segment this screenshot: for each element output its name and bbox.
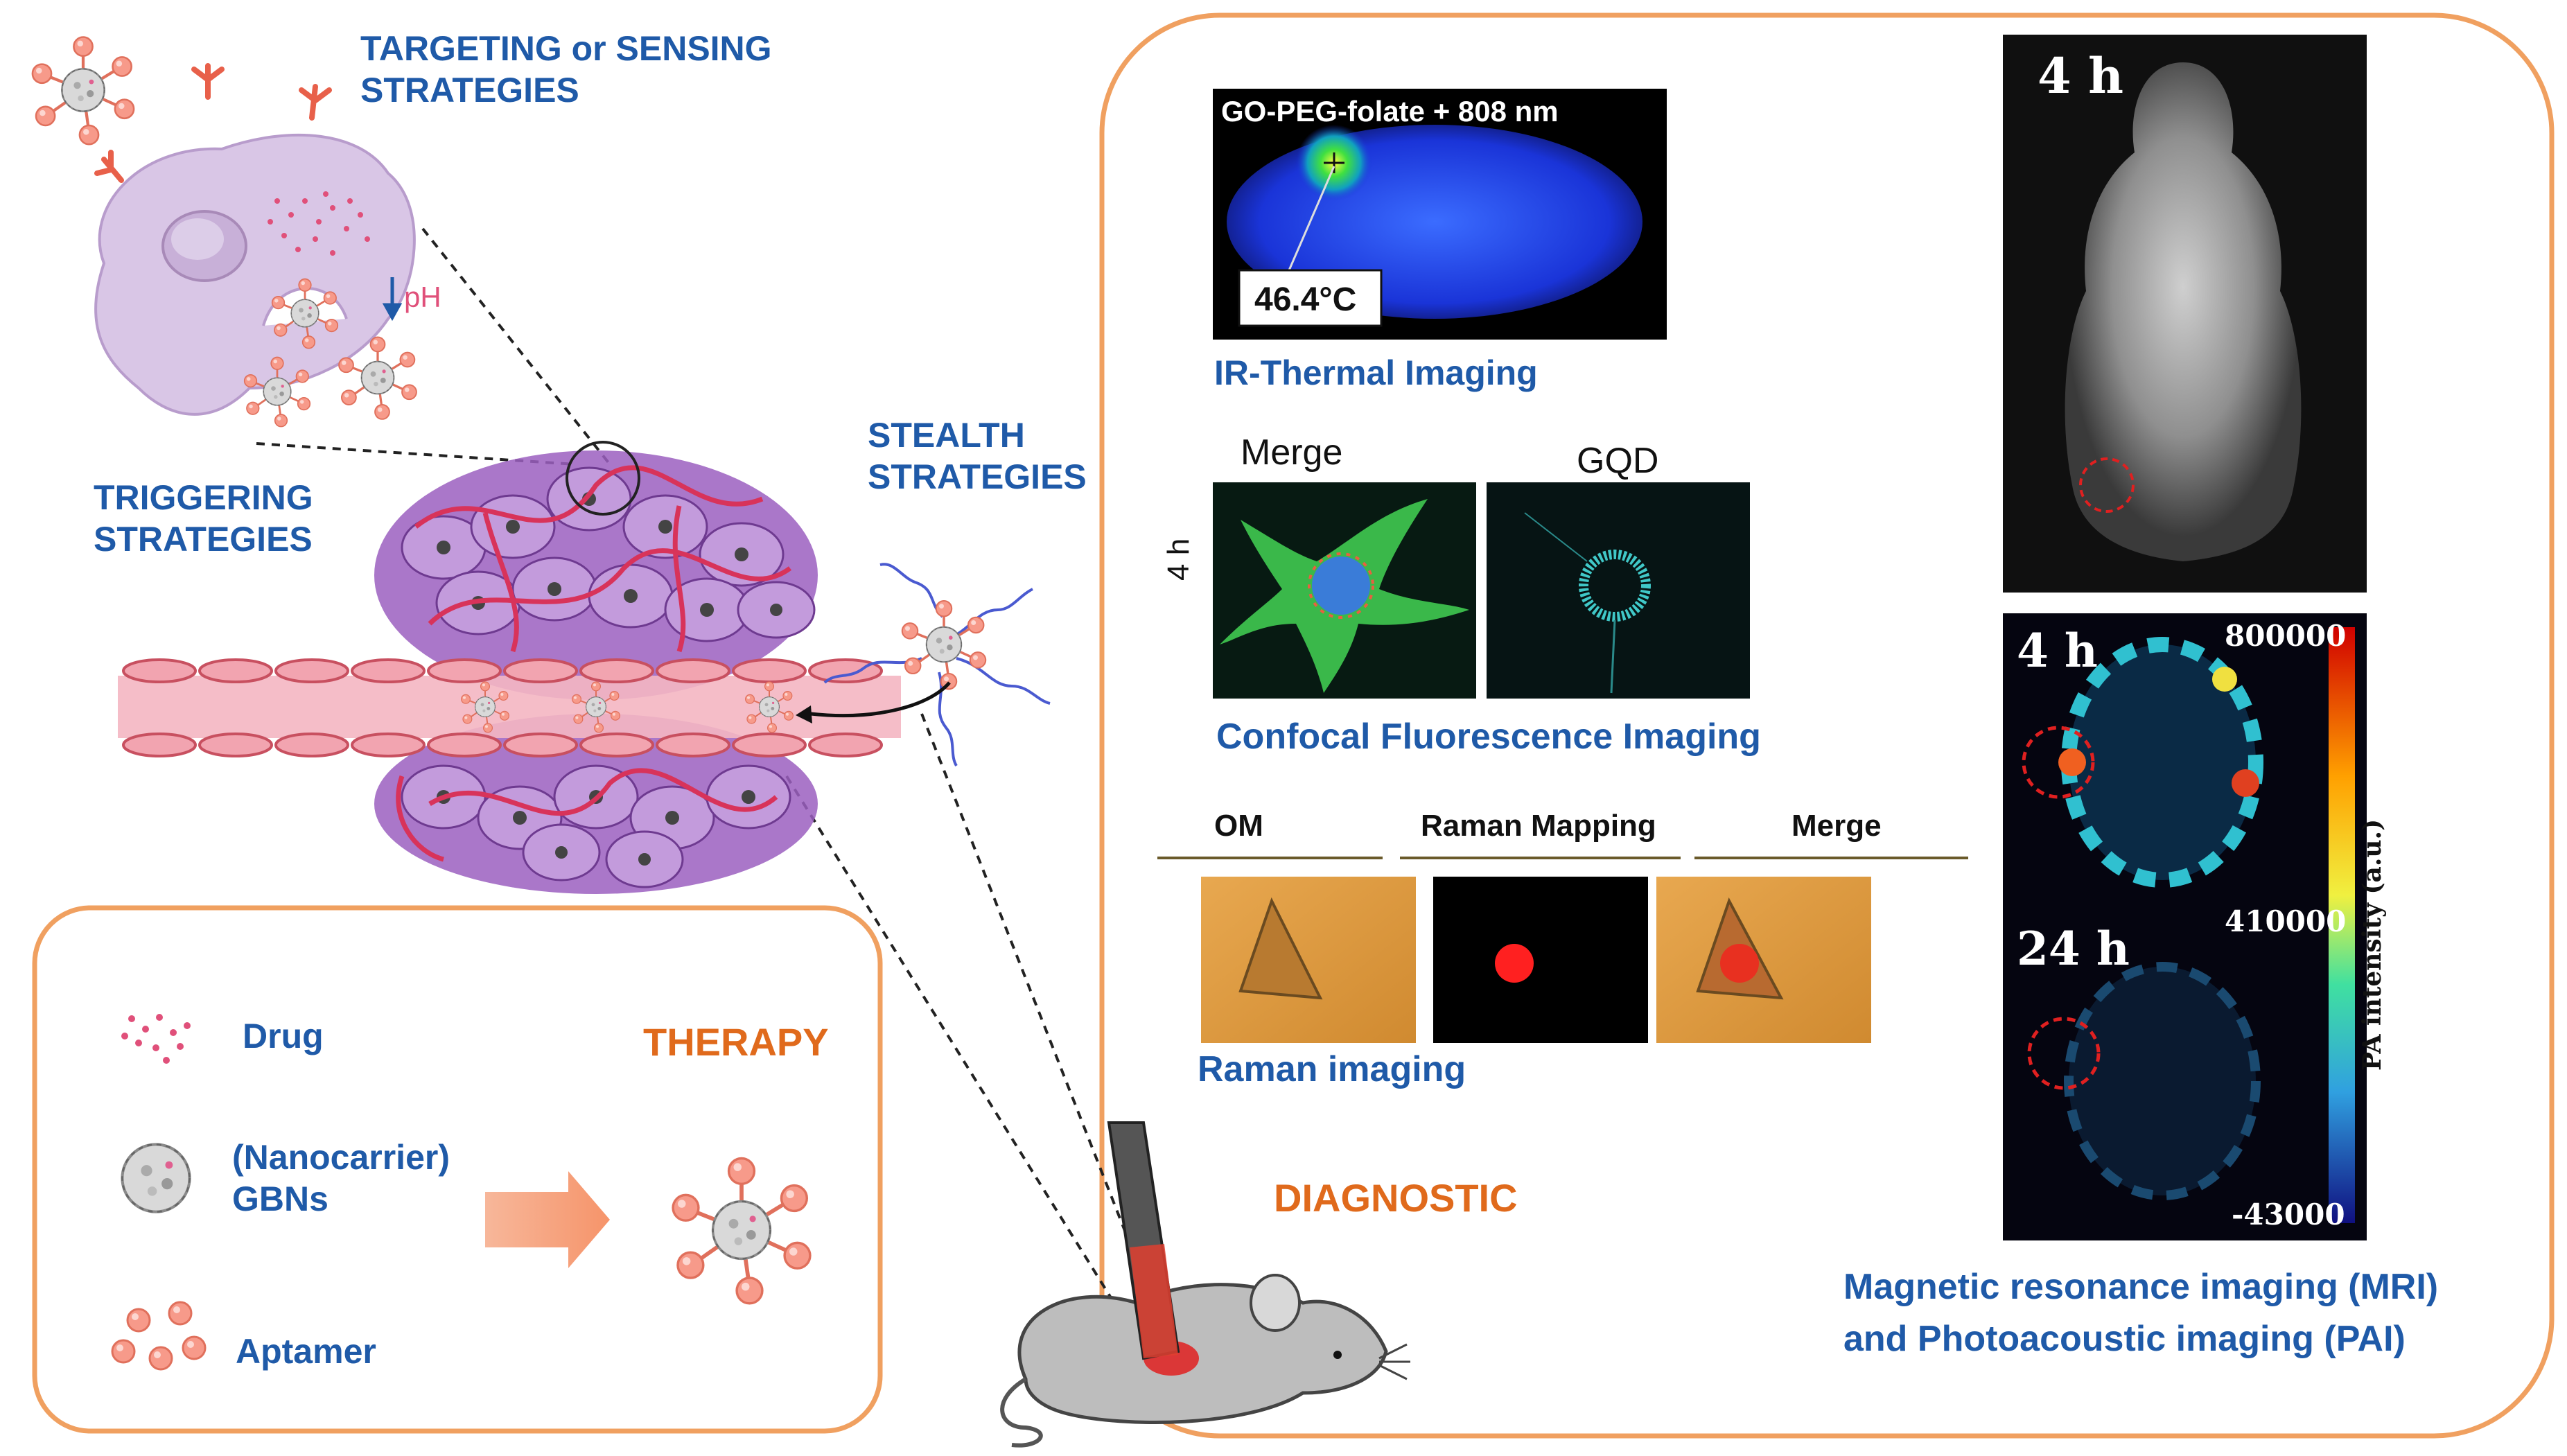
cell-receptors — [94, 63, 332, 183]
diagnostic-frame — [1099, 12, 2555, 1439]
mri-pai-caption: Magnetic resonance imaging (MRI) and Pho… — [1843, 1267, 2439, 1360]
confocal-merge-image — [1213, 482, 1476, 699]
stealth-nanoparticle — [823, 563, 1051, 767]
stealth-strategies-label: STEALTH STRATEGIES — [868, 416, 1087, 496]
target-cell — [94, 63, 416, 416]
legend-nanocarrier-label: (Nanocarrier) GBNs — [232, 1138, 450, 1218]
raman-om-image — [1201, 877, 1416, 1043]
ir-thermal-image — [1213, 89, 1667, 340]
nanocarrier-legend-icon — [122, 1144, 189, 1211]
therapy-nanoparticle — [673, 1159, 810, 1304]
raman-merge-label: Merge — [1791, 809, 1882, 843]
raman-caption: Raman imaging — [1198, 1049, 1466, 1089]
triggering-strategies-label: TRIGGERING STRATEGIES — [94, 478, 313, 559]
ph-label: pH — [404, 281, 441, 313]
pa-color-scale — [2329, 627, 2355, 1223]
stealth-arrow — [810, 681, 951, 718]
laser-probe — [1107, 1121, 1180, 1360]
legend-drug-label: Drug — [243, 1017, 324, 1055]
legend-aptamer-label: Aptamer — [236, 1332, 376, 1371]
diagnostic-label: DIAGNOSTIC — [1274, 1176, 1518, 1220]
pa-scale-max: 800000 — [2225, 619, 2347, 653]
tumor-mass — [374, 450, 818, 894]
therapy-arrow — [485, 1171, 610, 1268]
raman-om-label: OM — [1214, 809, 1263, 843]
confocal-merge-label: Merge — [1241, 432, 1343, 473]
pai-time-4h-label: 4 h — [2017, 624, 2098, 678]
targeting-nanoparticle — [33, 37, 134, 144]
blood-vessel — [118, 658, 901, 757]
aptamer-legend-icon — [111, 1301, 207, 1371]
targeting-strategies-label: TARGETING or SENSING STRATEGIES — [360, 29, 772, 109]
confocal-gqd-image — [1487, 482, 1750, 699]
ir-thermal-caption: IR-Thermal Imaging — [1214, 353, 1538, 392]
therapy-legend-box — [32, 905, 883, 1434]
pai-time-24h-label: 24 h — [2017, 922, 2130, 976]
drug-particles — [268, 191, 370, 256]
raman-merge-image — [1656, 877, 1871, 1043]
pa-scale-min: -43000 — [2232, 1198, 2345, 1231]
raman-mapping-label: Raman Mapping — [1421, 809, 1656, 843]
ir-thermal-header: GO-PEG-folate + 808 nm — [1221, 95, 1559, 128]
zoom-circle — [566, 441, 640, 516]
mouse-illustration — [1000, 1274, 1410, 1448]
pa-scale-mid: 410000 — [2225, 904, 2347, 938]
mri-image — [2003, 35, 2367, 593]
ph-down-arrow — [382, 277, 403, 322]
raman-mapping-image — [1433, 877, 1648, 1043]
therapy-label: THERAPY — [643, 1020, 829, 1064]
mri-time-label: 4 h — [2038, 47, 2123, 105]
pa-scale-label: PA intensity (a.u.) — [2358, 818, 2387, 1071]
pai-image — [2003, 613, 2367, 1240]
confocal-caption: Confocal Fluorescence Imaging — [1216, 717, 1761, 757]
confocal-time-label: 4 h — [1162, 538, 1195, 581]
confocal-gqd-label: GQD — [1577, 441, 1659, 481]
ir-thermal-temperature: 46.4°C — [1254, 281, 1357, 318]
drug-legend-icon — [121, 1014, 191, 1064]
